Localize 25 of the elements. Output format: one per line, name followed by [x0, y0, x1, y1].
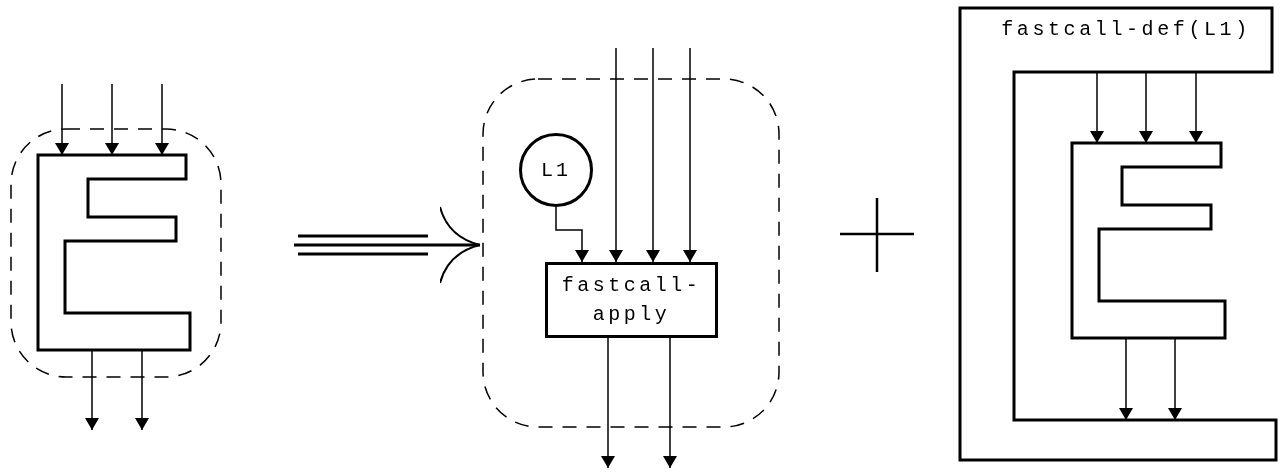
arrow [135, 349, 149, 431]
arrow [1168, 337, 1182, 421]
arrow [55, 83, 69, 156]
arrow [555, 206, 589, 263]
dashed-boundary [10, 128, 222, 378]
arrow [646, 47, 660, 263]
arrow [609, 47, 623, 263]
e-shape [1072, 143, 1225, 338]
arrow [601, 337, 615, 469]
arrow [1119, 337, 1133, 421]
arrow [105, 83, 119, 156]
arrow [155, 83, 169, 156]
circle-node: L1 [519, 133, 593, 207]
arrow [683, 47, 697, 263]
arrow [85, 349, 99, 431]
arrow [1090, 71, 1104, 144]
frame-shape [960, 8, 1276, 460]
transform-arrow [292, 206, 482, 284]
arrow [1189, 71, 1203, 144]
arrow [1139, 71, 1153, 144]
e-shape [38, 155, 190, 350]
arrow [663, 337, 677, 469]
process-box: fastcall-apply [545, 262, 718, 338]
dashed-boundary [482, 78, 780, 428]
frame-label: fastcall-def(L1) [1000, 18, 1252, 41]
